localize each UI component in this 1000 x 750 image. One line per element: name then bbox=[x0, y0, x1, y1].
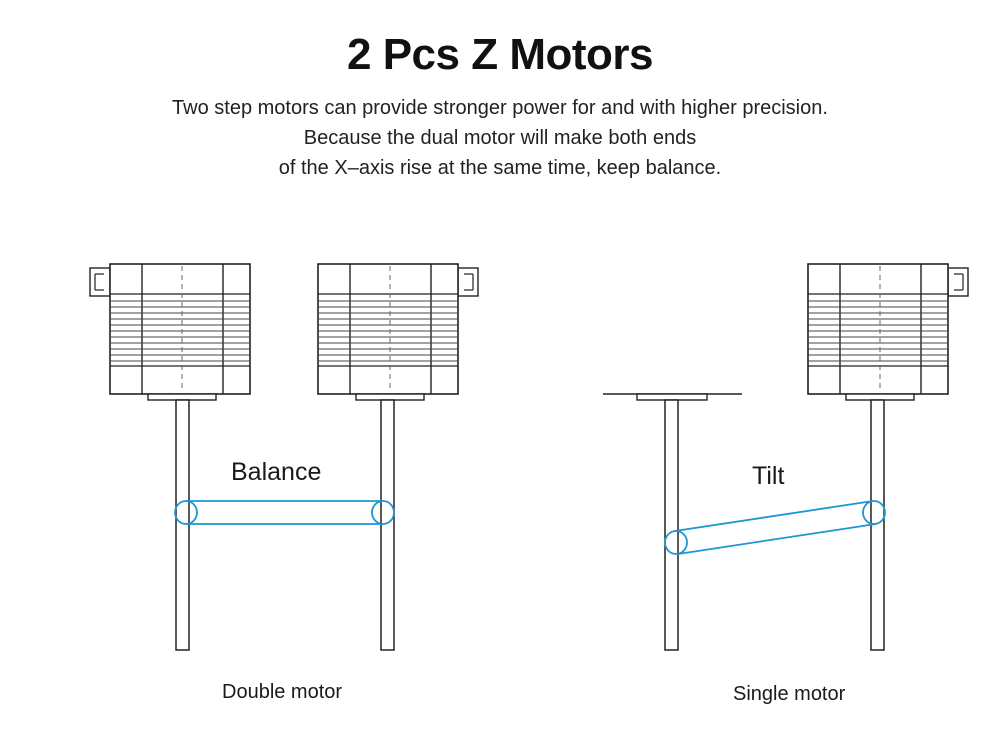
description-line-2: Because the dual motor will make both en… bbox=[303, 127, 697, 149]
lead-screw bbox=[664, 399, 679, 651]
flange bbox=[636, 393, 708, 401]
single-motor-caption: Single motor bbox=[733, 683, 846, 705]
description-line-3: of the X–axis rise at the same time, kee… bbox=[278, 157, 722, 179]
lead-screw bbox=[175, 399, 190, 651]
double-motor-caption: Double motor bbox=[222, 681, 343, 703]
stepper-motor-icon bbox=[109, 263, 251, 401]
connector-left-icon bbox=[89, 267, 111, 297]
connector-right-icon bbox=[947, 267, 969, 297]
stepper-motor-icon bbox=[807, 263, 949, 401]
left-plain-screw-assembly bbox=[603, 393, 742, 651]
right-motor-assembly-double bbox=[317, 263, 479, 651]
left-motor-assembly bbox=[89, 263, 251, 651]
page-title: 2 Pcs Z Motors bbox=[347, 30, 653, 79]
right-motor-assembly-single bbox=[807, 263, 969, 651]
description: Two step motors can provide stronger pow… bbox=[0, 93, 1000, 183]
tilted-x-axis-beam bbox=[664, 500, 886, 555]
description-line-1: Two step motors can provide stronger pow… bbox=[172, 97, 828, 119]
tilt-label: Tilt bbox=[752, 462, 785, 490]
balanced-x-axis-beam bbox=[174, 500, 395, 525]
connector-right-icon bbox=[457, 267, 479, 297]
balance-label: Balance bbox=[231, 458, 322, 486]
stepper-motor-icon bbox=[317, 263, 459, 401]
lead-screw bbox=[380, 399, 395, 651]
